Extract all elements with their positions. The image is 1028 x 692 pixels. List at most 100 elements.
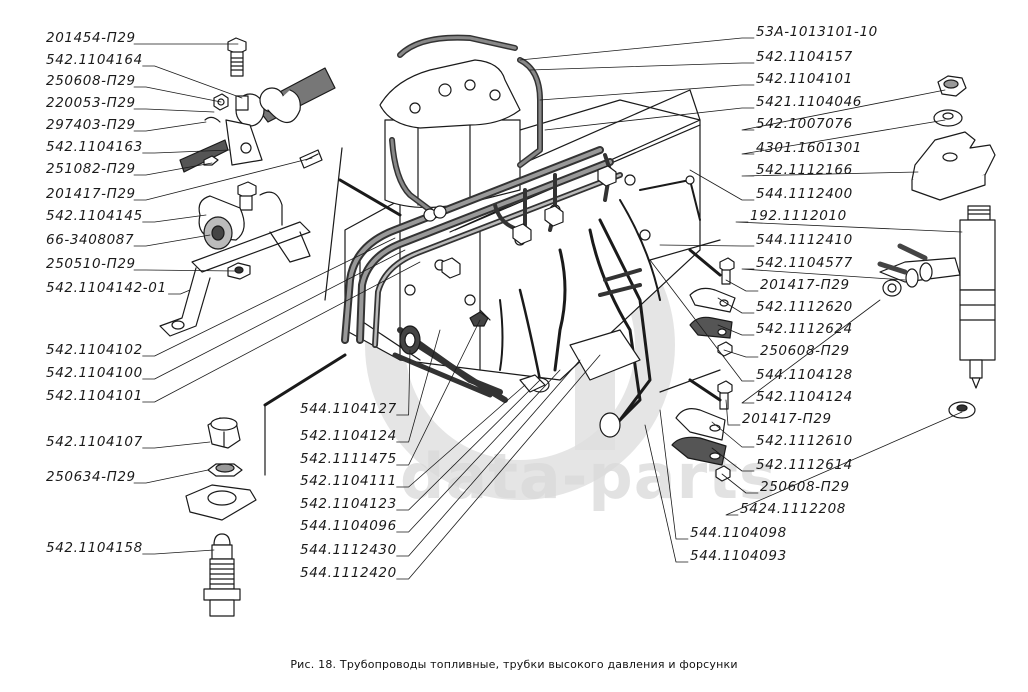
part-number-label: 542.1104123 — [300, 496, 397, 512]
part-number-label: 250510-П29 — [46, 256, 136, 272]
leader-line — [711, 421, 755, 448]
part-number-label: 544.1112420 — [300, 565, 397, 581]
leader-line — [142, 549, 215, 555]
leader-line — [741, 268, 906, 281]
leader-line — [142, 261, 421, 403]
leader-lines — [133, 37, 963, 580]
part-number-label: 542.1007076 — [756, 116, 853, 132]
figure-caption: Рис. 18. Трубопроводы топливные, трубки … — [290, 658, 738, 671]
leader-line — [133, 86, 222, 103]
part-number-label: 542.1112166 — [756, 162, 853, 178]
part-number-label: 544.1104127 — [300, 401, 397, 417]
part-number-label: 53A-1013101-10 — [756, 24, 878, 40]
leader-line — [519, 37, 755, 61]
part-number-label: 542.1104107 — [46, 434, 143, 450]
leader-line — [133, 162, 213, 176]
injector-clamp-plate — [911, 131, 996, 201]
fuel-injector — [877, 205, 996, 419]
part-number-label: 250608-П29 — [760, 479, 850, 495]
part-number-label: 542.1104111 — [300, 473, 397, 489]
part-number-label: 542.1112624 — [756, 321, 853, 337]
part-number-label: 542.1104142-01 — [46, 280, 167, 296]
part-number-label: 542.1104158 — [46, 540, 143, 556]
part-number-label: 542.1104124 — [300, 428, 397, 444]
clip-set-upper — [649, 239, 736, 357]
high-pressure-tubes — [441, 153, 701, 438]
leader-line — [396, 329, 441, 443]
leader-line — [396, 369, 561, 533]
leader-line — [544, 107, 755, 131]
washer-top-right — [933, 109, 963, 127]
leader-line — [659, 409, 689, 540]
leader-line — [741, 171, 919, 177]
clip-set-lower — [659, 369, 733, 482]
leader-line — [133, 469, 209, 484]
leader-line — [142, 237, 396, 357]
leader-line — [711, 447, 755, 472]
part-number-label: 250608-П29 — [46, 73, 136, 89]
part-number-label: 542.1112614 — [756, 457, 853, 473]
leader-line — [133, 121, 207, 132]
leader-line — [396, 359, 581, 557]
part-number-label: 250608-П29 — [760, 343, 850, 359]
leader-line — [133, 234, 211, 247]
leader-line — [133, 157, 313, 201]
leader-line — [133, 108, 215, 113]
part-number-label: 542.1104124 — [756, 389, 853, 405]
part-number-label: 542.1104101 — [46, 388, 143, 404]
part-number-label: 542.1104145 — [46, 208, 143, 224]
leader-line — [723, 349, 759, 358]
leader-line — [142, 214, 207, 223]
leader-line — [717, 297, 755, 314]
part-number-label: 220053-П29 — [46, 95, 136, 111]
part-number-label: 201417-П29 — [760, 277, 850, 293]
part-number-label: 192.1112010 — [750, 208, 847, 224]
part-number-label: 544.1104128 — [756, 367, 853, 383]
part-number-label: 201454-П29 — [46, 30, 136, 46]
leader-line — [717, 324, 755, 336]
leader-line — [396, 384, 526, 488]
part-number-label: 542.1104101 — [756, 71, 853, 87]
lock-nut-washer — [185, 463, 257, 521]
leader-line — [529, 62, 755, 71]
leader-line — [725, 279, 759, 292]
part-number-label: 250634-П29 — [46, 469, 136, 485]
leader-line — [142, 249, 406, 380]
part-number-label: 542.1104102 — [46, 342, 143, 358]
part-number-label: 544.1104098 — [690, 525, 787, 541]
part-number-label: 542.1112620 — [756, 299, 853, 315]
nut-top-right — [937, 75, 967, 97]
bolt-top-left — [227, 37, 247, 77]
part-number-label: 542.1104157 — [756, 49, 853, 65]
pointer-arrows — [263, 147, 722, 476]
leader-line — [539, 84, 755, 101]
part-number-label: 544.1104093 — [690, 548, 787, 564]
leader-line — [396, 379, 541, 511]
leader-line — [396, 354, 601, 580]
fuel-filter — [379, 34, 543, 213]
part-number-label: 5424.1112208 — [740, 501, 846, 517]
hose-clamp-top-left — [179, 67, 336, 173]
leader-line — [649, 259, 755, 382]
part-number-label: 542.1104100 — [46, 365, 143, 381]
leader-line — [142, 149, 231, 154]
part-number-label: 251082-П29 — [46, 161, 136, 177]
leader-line — [721, 473, 759, 494]
leader-line — [396, 319, 481, 466]
leader-line — [725, 411, 963, 516]
part-number-label: 542.1104164 — [46, 52, 143, 68]
leader-line — [689, 169, 755, 201]
leader-line — [644, 424, 689, 563]
part-number-label: 297403-П29 — [46, 117, 136, 133]
part-number-label: 542.1111475 — [300, 451, 397, 467]
part-number-label: 201417-П29 — [46, 186, 136, 202]
bracket-assembly — [159, 181, 311, 337]
leader-line — [735, 221, 963, 233]
part-number-label: 542.1104577 — [756, 255, 853, 271]
part-number-label: 544.1112430 — [300, 542, 397, 558]
part-number-label: 201417-П29 — [742, 411, 832, 427]
leader-line — [741, 299, 881, 404]
part-number-label: 544.1112400 — [756, 186, 853, 202]
